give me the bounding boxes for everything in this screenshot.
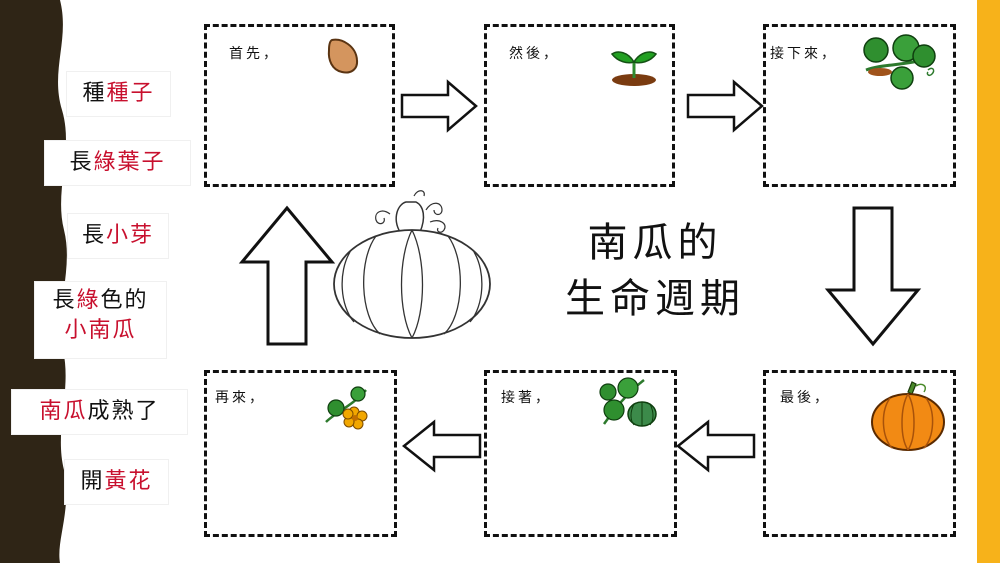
card-text-red: 小南瓜 bbox=[64, 318, 137, 343]
answer-card-3[interactable]: 長小芽 bbox=[68, 214, 168, 258]
right-accent-bar bbox=[977, 0, 1000, 563]
card-text-black: 長 bbox=[81, 223, 106, 248]
drop-box-step-2[interactable]: 然後， bbox=[484, 24, 675, 187]
card-text-red: 種子 bbox=[106, 81, 155, 106]
answer-card-5[interactable]: 南瓜成熟了 bbox=[12, 390, 187, 434]
card-text-red: 南瓜 bbox=[39, 399, 88, 424]
seed-icon bbox=[327, 38, 359, 74]
card-text-red: 綠葉子 bbox=[93, 150, 166, 175]
card-text-black: 長 bbox=[52, 288, 77, 313]
card-text-black: 長 bbox=[69, 150, 94, 175]
drop-box-step-1[interactable]: 首先， bbox=[204, 24, 395, 187]
card-text-red: 綠 bbox=[76, 288, 101, 313]
card-text-black: 種 bbox=[82, 81, 107, 106]
worksheet bbox=[198, 18, 976, 546]
answer-card-2[interactable]: 長綠葉子 bbox=[45, 141, 190, 185]
pumpkin-icon bbox=[871, 381, 945, 451]
right-arrow-2 bbox=[686, 79, 764, 133]
drop-box-step-3[interactable]: 接下來， bbox=[763, 24, 956, 187]
answer-card-4[interactable]: 長綠色的 小南瓜 bbox=[35, 282, 166, 358]
step-label: 再來， bbox=[215, 390, 266, 406]
card-text-black: 開 bbox=[80, 469, 105, 494]
down-arrow bbox=[824, 206, 922, 347]
title-line-2: 生命週期 bbox=[565, 276, 745, 322]
flower-icon bbox=[325, 386, 368, 430]
left-arrow-1 bbox=[675, 419, 756, 473]
answer-card-6[interactable]: 開黃花 bbox=[65, 460, 168, 504]
drop-box-step-6[interactable]: 最後， bbox=[763, 370, 956, 537]
card-text-red: 小芽 bbox=[106, 223, 155, 248]
answer-card-1[interactable]: 種種子 bbox=[67, 72, 170, 116]
card-text-black: 成熟了 bbox=[87, 399, 160, 424]
pumpkin-outline-drawing bbox=[333, 190, 491, 339]
drop-box-step-4[interactable]: 再來， bbox=[204, 370, 397, 537]
drop-box-step-5[interactable]: 接著， bbox=[484, 370, 677, 537]
vine-icon bbox=[863, 34, 936, 90]
up-arrow bbox=[238, 205, 336, 346]
step-label: 首先， bbox=[229, 46, 280, 62]
page-title: 南瓜的 生命週期 bbox=[540, 215, 770, 327]
step-label: 接下來， bbox=[770, 46, 838, 62]
step-label: 接著， bbox=[501, 390, 552, 406]
small-pumpkin-icon bbox=[599, 377, 657, 427]
right-arrow-1 bbox=[400, 79, 478, 133]
title-line-1: 南瓜的 bbox=[587, 220, 723, 266]
card-text-black: 色的 bbox=[100, 288, 149, 313]
sprout-icon bbox=[610, 51, 658, 86]
left-arrow-2 bbox=[401, 419, 482, 473]
card-text-red: 黃花 bbox=[104, 469, 153, 494]
step-label: 然後， bbox=[509, 46, 560, 62]
step-label: 最後， bbox=[780, 390, 831, 406]
